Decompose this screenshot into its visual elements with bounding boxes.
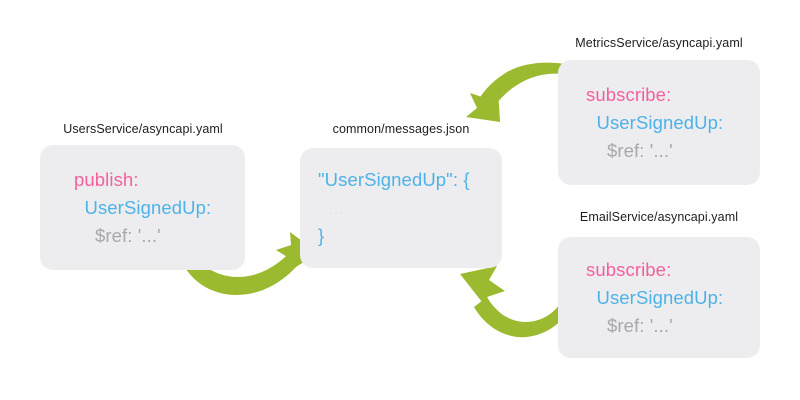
- code-line: subscribe:: [586, 258, 672, 280]
- code-block-users: publish: UserSignedUp: $ref: '...': [40, 145, 245, 270]
- panel-email[interactable]: subscribe: UserSignedUp: $ref: '...': [558, 237, 760, 358]
- code-block-common: "UserSignedUp": { ... }: [300, 148, 502, 268]
- code-line: UserSignedUp:: [586, 286, 724, 308]
- code-line: }: [318, 225, 325, 246]
- code-line: publish:: [74, 168, 139, 190]
- panel-metrics[interactable]: subscribe: UserSignedUp: $ref: '...': [558, 60, 760, 185]
- code-block-metrics: subscribe: UserSignedUp: $ref: '...': [558, 60, 760, 185]
- node-caption-email: EmailService/asyncapi.yaml: [579, 210, 739, 224]
- arrow-users-to-common: [177, 232, 318, 296]
- arrow-metrics-to-common: [466, 62, 588, 122]
- code-line: $ref: '...': [74, 224, 161, 246]
- panel-common[interactable]: "UserSignedUp": { ... }: [300, 148, 502, 268]
- code-line: "UserSignedUp": {: [318, 169, 470, 190]
- node-metrics-service[interactable]: MetricsService/asyncapi.yaml subscribe: …: [548, 36, 770, 188]
- code-line: UserSignedUp:: [74, 196, 212, 218]
- node-caption-users: UsersService/asyncapi.yaml: [63, 122, 223, 136]
- panel-users[interactable]: publish: UserSignedUp: $ref: '...': [40, 145, 245, 270]
- node-caption-common: common/messages.json: [332, 122, 470, 136]
- code-line: UserSignedUp:: [586, 111, 724, 133]
- node-users-service[interactable]: UsersService/asyncapi.yaml publish: User…: [18, 122, 268, 274]
- node-common-messages[interactable]: common/messages.json "UserSignedUp": { .…: [292, 122, 510, 272]
- code-line: subscribe:: [586, 83, 672, 105]
- node-caption-metrics: MetricsService/asyncapi.yaml: [575, 36, 743, 50]
- code-line: ...: [318, 197, 345, 218]
- node-email-service[interactable]: EmailService/asyncapi.yaml subscribe: Us…: [548, 210, 770, 362]
- code-line: $ref: '...': [586, 314, 673, 336]
- code-block-email: subscribe: UserSignedUp: $ref: '...': [558, 237, 760, 358]
- code-line: $ref: '...': [586, 139, 673, 161]
- arrow-email-to-common: [460, 266, 569, 338]
